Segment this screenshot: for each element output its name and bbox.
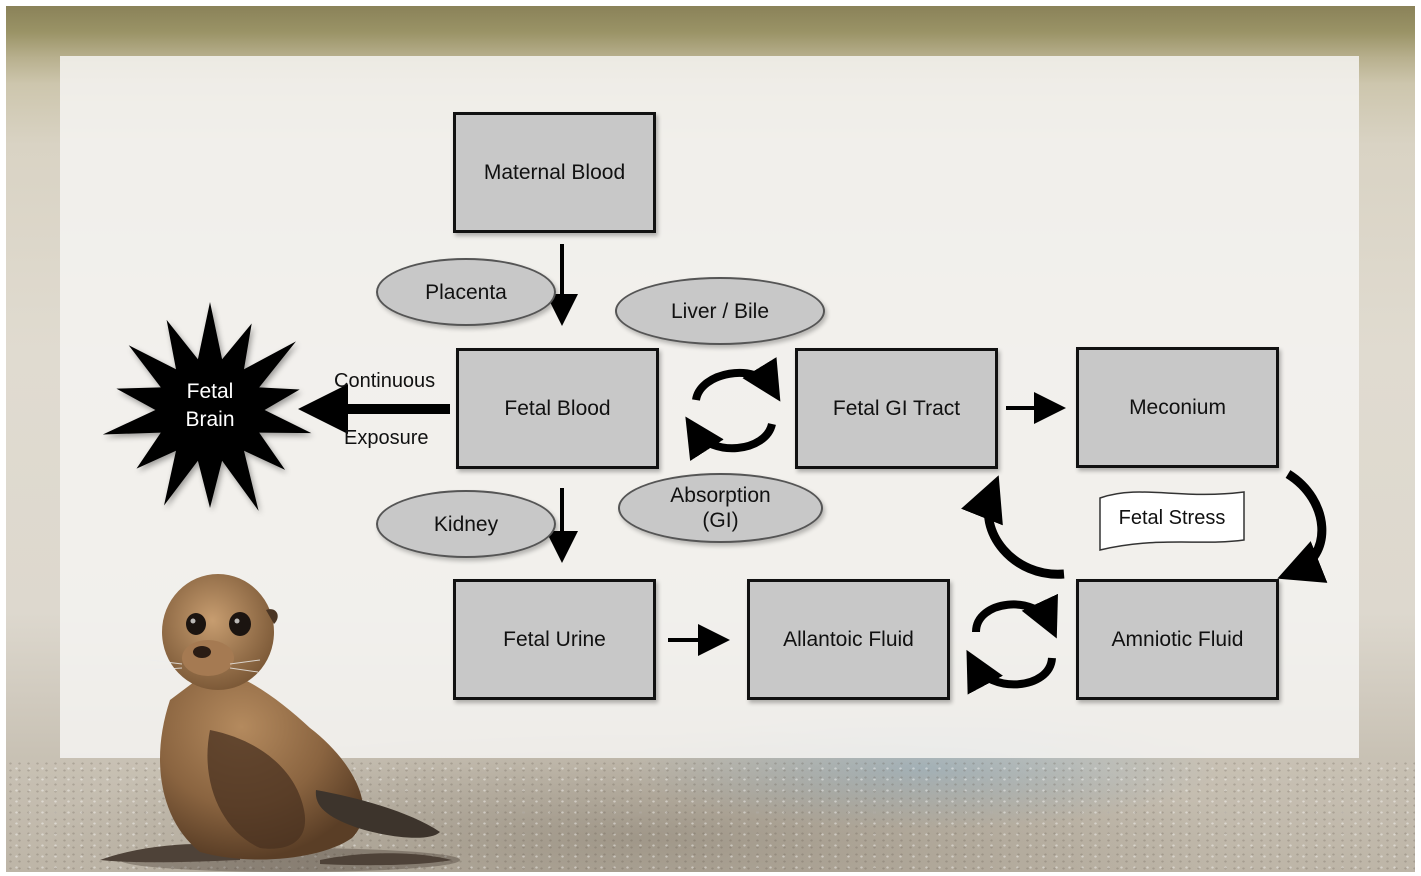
fetal-gi-tract-label: Fetal GI Tract — [832, 396, 961, 420]
exposure-label: Exposure — [344, 427, 429, 449]
continuous-label: Continuous — [334, 370, 436, 392]
fetal-urine-box: Fetal Urine — [453, 579, 656, 700]
fetal-brain-label-line1: Fetal — [186, 380, 234, 403]
amniotic-fluid-box: Amniotic Fluid — [1076, 579, 1279, 700]
arrow-meconium-to-amniotic — [1277, 470, 1328, 583]
fetal-brain-label: Fetal Brain — [160, 378, 260, 434]
placenta-oval: Placenta — [376, 258, 556, 326]
fetal-blood-box: Fetal Blood — [456, 348, 659, 469]
maternal-blood-label: Maternal Blood — [483, 160, 626, 184]
fetal-gi-tract-box: Fetal GI Tract — [795, 348, 998, 469]
placenta-label: Placenta — [425, 280, 507, 304]
fetal-blood-label: Fetal Blood — [504, 396, 611, 420]
liver-bile-oval: Liver / Bile — [615, 277, 825, 345]
arrow-amniotic-to-gi — [961, 475, 1065, 579]
kidney-label: Kidney — [433, 512, 499, 536]
absorption-label-line1: Absorption — [670, 484, 771, 507]
fetal-urine-label: Fetal Urine — [503, 627, 606, 651]
fetal-brain-burst — [102, 302, 312, 511]
sea-lion-pup-photo — [100, 574, 460, 872]
meconium-box: Meconium — [1076, 347, 1279, 468]
fetal-stress-banner — [1099, 491, 1245, 551]
maternal-blood-box: Maternal Blood — [453, 112, 656, 233]
fetal-stress-label: Fetal Stress — [1118, 507, 1226, 529]
allantoic-fluid-label: Allantoic Fluid — [783, 627, 914, 651]
cycle-arrow-allantoic-amniotic-top — [972, 593, 1058, 639]
cycle-arrow-allantoic-amniotic-bottom — [966, 649, 1056, 695]
absorption-label-line2: (GI) — [702, 509, 739, 532]
meconium-label: Meconium — [1129, 395, 1226, 419]
amniotic-fluid-label: Amniotic Fluid — [1111, 627, 1244, 651]
kidney-oval: Kidney — [376, 490, 556, 558]
liver-bile-label: Liver / Bile — [670, 299, 770, 323]
cycle-arrow-blood-gi-bottom — [685, 416, 776, 462]
fetal-brain-label-line2: Brain — [185, 408, 235, 431]
cycle-arrow-blood-gi-top — [692, 357, 781, 402]
absorption-oval: Absorption (GI) — [618, 473, 823, 543]
allantoic-fluid-box: Allantoic Fluid — [747, 579, 950, 700]
